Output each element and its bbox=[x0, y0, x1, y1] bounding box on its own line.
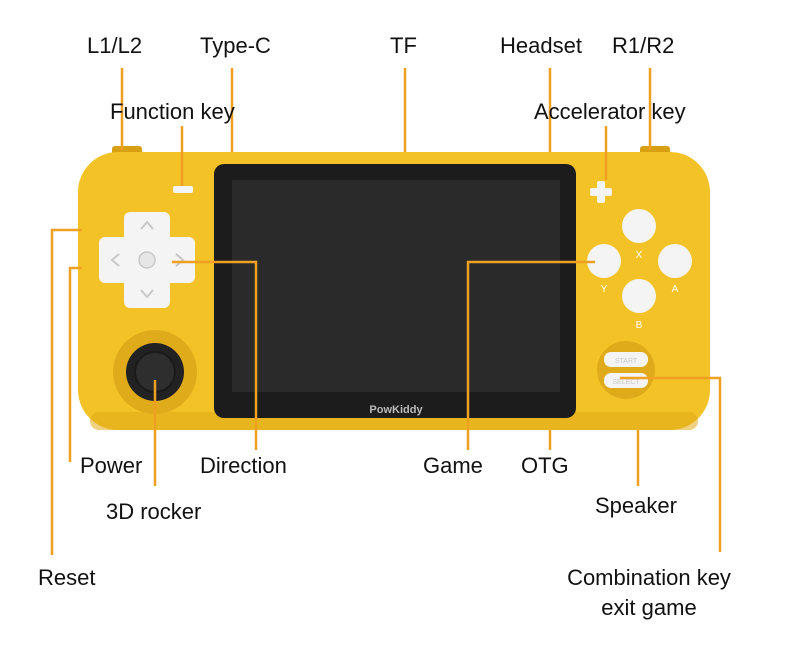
select-label: SELECT bbox=[612, 379, 640, 386]
label-tf: TF bbox=[390, 33, 417, 58]
dpad-right-arrow-icon bbox=[175, 253, 185, 267]
button-a bbox=[658, 244, 692, 278]
screen bbox=[232, 180, 560, 392]
start-select-well bbox=[597, 341, 655, 399]
label-type-c: Type-C bbox=[200, 33, 271, 58]
brand-logo: PowKiddy bbox=[369, 404, 423, 416]
dpad-up-arrow-icon bbox=[140, 220, 154, 230]
plus-icon bbox=[590, 181, 612, 203]
label-otg: OTG bbox=[521, 453, 569, 478]
button-x bbox=[622, 209, 656, 243]
start-button bbox=[604, 352, 648, 367]
face-buttons: X Y A B bbox=[587, 209, 692, 331]
label-power: Power bbox=[80, 453, 143, 478]
label-direction: Direction bbox=[200, 453, 287, 478]
button-b bbox=[622, 279, 656, 313]
label-r1-r2: R1/R2 bbox=[612, 33, 675, 58]
leader-lines-front bbox=[50, 126, 722, 555]
label-accelerator-key: Accelerator key bbox=[534, 99, 686, 124]
button-x-label: X bbox=[636, 250, 643, 261]
label-game: Game bbox=[423, 453, 483, 478]
label-function-key: Function key bbox=[110, 99, 235, 124]
label-speaker: Speaker bbox=[595, 493, 677, 518]
button-y-label: Y bbox=[601, 284, 608, 295]
button-y bbox=[587, 244, 621, 278]
label-3d-rocker: 3D rocker bbox=[106, 499, 202, 524]
start-label: START bbox=[615, 358, 638, 365]
label-headset: Headset bbox=[500, 33, 582, 58]
button-a-label: A bbox=[672, 284, 679, 295]
label-reset: Reset bbox=[38, 565, 96, 590]
button-b-label: B bbox=[636, 320, 643, 331]
minus-icon bbox=[173, 186, 193, 193]
label-exit-game: exit game bbox=[601, 595, 697, 620]
dpad-down-arrow-icon bbox=[140, 289, 154, 299]
direction-pad bbox=[99, 212, 195, 308]
dpad-left-arrow-icon bbox=[110, 253, 120, 267]
leader-lines bbox=[120, 68, 652, 158]
label-combination-key: Combination key bbox=[567, 565, 731, 590]
label-l1-l2: L1/L2 bbox=[87, 33, 143, 58]
